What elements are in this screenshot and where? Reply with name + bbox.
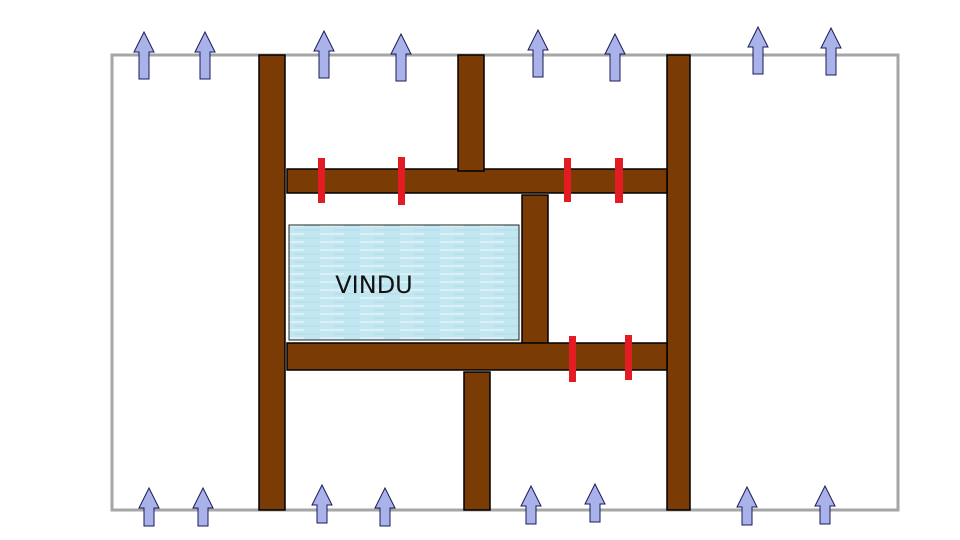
up-arrow-icon [604,32,626,82]
up-arrow-icon [584,482,606,523]
window-side-stud [521,194,549,345]
up-arrow-icon [374,486,396,527]
window-label: VINDU [335,271,413,299]
top-cripple-stud [457,54,485,172]
window-pane [288,224,520,341]
upper-header [286,168,668,194]
up-arrow-icon [138,486,160,527]
red-marker [625,335,632,380]
red-marker [398,157,405,205]
up-arrow-icon [313,29,335,79]
up-arrow-icon [192,486,214,527]
up-arrow-icon [527,28,549,78]
red-marker [318,158,325,203]
arrows-top [133,25,842,82]
up-arrow-icon [390,32,412,82]
wall-outline [110,53,900,512]
up-arrow-icon [520,484,542,525]
window-sill [286,342,668,371]
red-markers [318,157,632,382]
up-arrow-icon [814,484,836,525]
up-arrow-icon [311,483,333,524]
framing-members [258,54,691,511]
up-arrow-icon [736,485,758,526]
red-marker [564,158,571,202]
up-arrow-icon [747,25,769,75]
red-marker [615,158,623,203]
up-arrow-icon [820,26,842,76]
up-arrow-icon [133,30,155,80]
up-arrow-icon [194,30,216,80]
right-stud [666,54,691,511]
red-marker [569,336,576,382]
bottom-cripple-stud [463,371,491,511]
left-stud [258,54,286,511]
arrows-bottom [138,482,836,527]
